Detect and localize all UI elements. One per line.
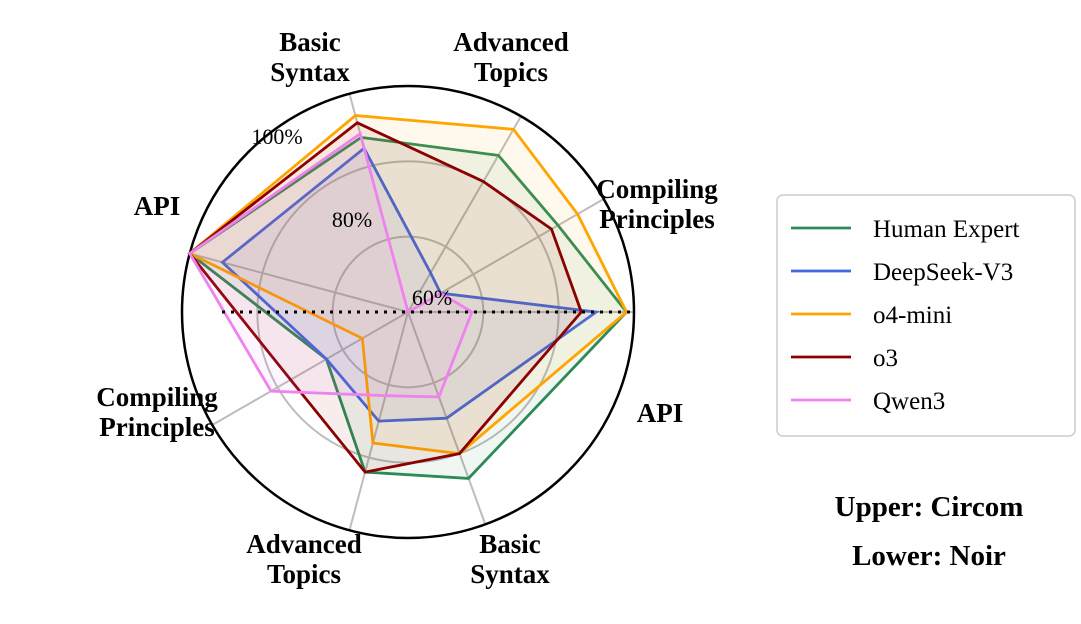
axis-label-4: API [134,191,181,221]
upper-note: Upper: Circom [835,491,1024,523]
legend-frame [776,194,1076,437]
axis-label-line: Basic [479,529,541,559]
spoke-4 [189,252,409,313]
axis-label-line: Compiling [596,174,718,204]
tick-label-60: 60% [412,285,452,310]
radar-series [187,114,630,480]
axis-label-line: Advanced [246,529,362,559]
legend-label-4: Qwen3 [873,388,945,415]
axis-label-line: Topics [267,559,341,589]
lower-note: Lower: Noir [852,540,1006,572]
axis-label-line: Advanced [453,27,569,57]
axis-label-line: Principles [599,204,715,234]
axis-label-line: Basic [279,27,341,57]
outer-frame-circle [180,84,636,540]
spoke-2 [407,115,522,313]
axis-label-line: Topics [474,57,548,87]
axis-label-line: Principles [99,412,215,442]
tick-label-100: 100% [251,124,302,149]
series-deepseek-v3 [220,146,601,423]
axis-label-line: Syntax [270,57,350,87]
axis-label-line: Syntax [470,559,550,589]
axis-label-0: API [637,398,684,428]
tick-label-80: 80% [332,207,372,232]
series-qwen3 [187,131,474,399]
radial-tick-labels: 60% 80% 100% [251,124,452,310]
legend-label-3: o3 [873,345,898,372]
spoke-5 [211,311,409,426]
legend-label-0: Human Expert [873,216,1020,243]
legend-label-1: DeepSeek-V3 [873,259,1013,286]
legend-label-2: o4-mini [873,302,952,329]
axis-label-line: Compiling [96,382,218,412]
